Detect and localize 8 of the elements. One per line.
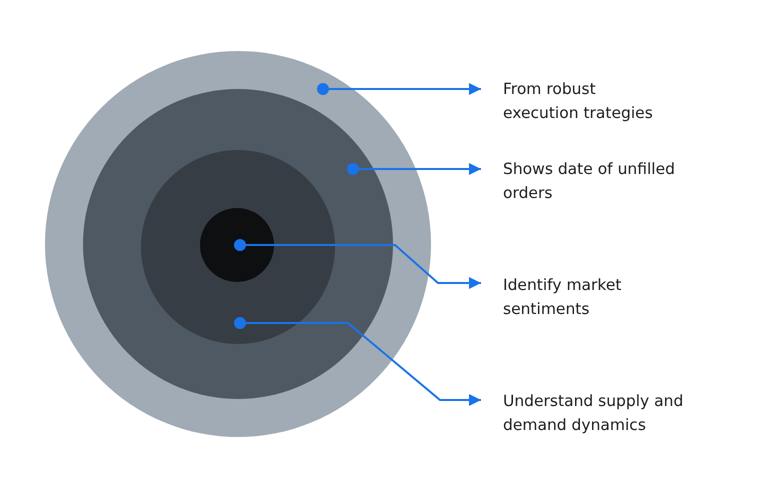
leader-arrow <box>347 163 481 175</box>
callout-text: From robust execution trategies <box>503 77 673 125</box>
callout-text: Identify market sentiments <box>503 273 653 321</box>
callout-text: Understand supply and demand dynamics <box>503 389 718 437</box>
callout-text: Shows date of unfilled orders <box>503 157 708 205</box>
leader-arrow <box>317 83 481 95</box>
leader-arrow <box>234 317 481 406</box>
leader-arrow <box>234 239 481 289</box>
